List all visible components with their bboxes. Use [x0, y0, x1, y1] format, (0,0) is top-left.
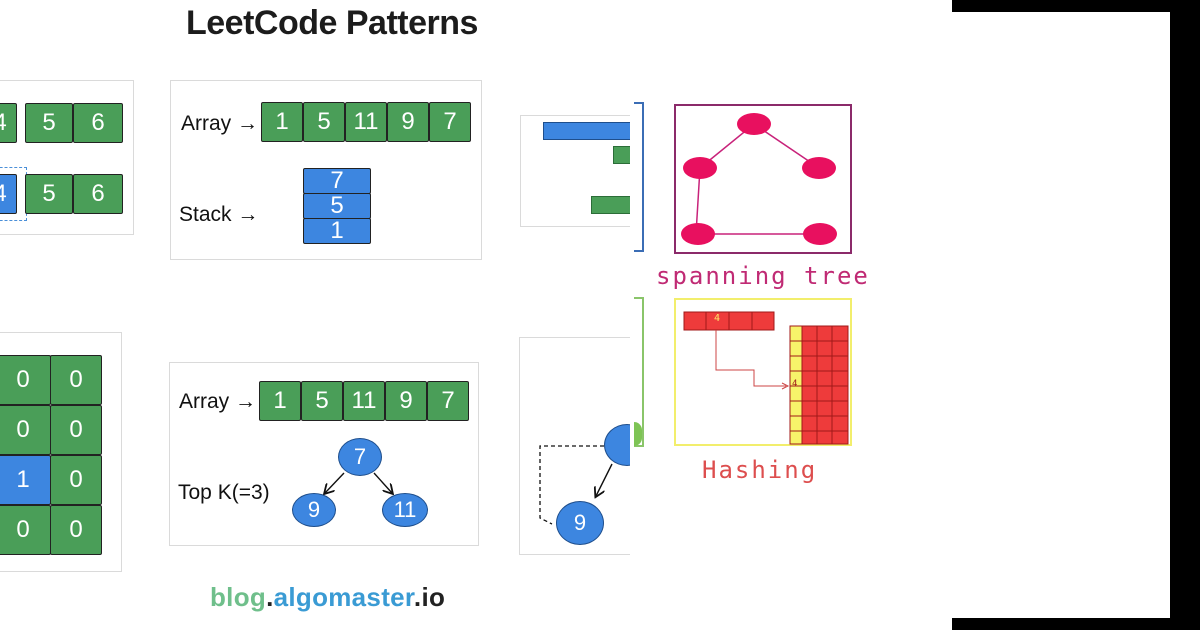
array-cell: 9	[385, 381, 427, 421]
right-frame	[952, 0, 1200, 630]
matrix-cell: 0	[0, 355, 51, 405]
topk-label: Top K(=3)	[178, 481, 270, 504]
array-label: Array →	[181, 112, 259, 135]
right-frame-inner	[952, 12, 1170, 618]
card-sliding-window: 4 5 6 4 5 6	[0, 80, 134, 235]
matrix-cell: 0	[50, 355, 102, 405]
card-tree-partial: 5 9	[519, 337, 650, 555]
array-label: Array →	[179, 390, 257, 413]
stack-cell: 5	[303, 192, 371, 219]
stack-cell: 1	[303, 217, 371, 244]
brand-part: blog	[210, 582, 267, 612]
hashing-caption: Hashing	[702, 456, 818, 484]
matrix-cell: 0	[50, 405, 102, 455]
array-cell: 5	[303, 102, 345, 142]
brand-part: io	[421, 582, 446, 612]
cell: 6	[73, 103, 123, 143]
matrix-cell: 0	[50, 505, 102, 555]
cell: 6	[73, 174, 123, 214]
matrix-cell: 1	[0, 455, 51, 505]
cell: 5	[25, 174, 73, 214]
brand-part: algomaster	[273, 582, 414, 612]
stack-cell: 7	[303, 167, 371, 194]
brand-dot: .	[413, 582, 422, 612]
spanning-tree-caption: spanning tree	[656, 262, 870, 290]
heap-node-left: 9	[292, 493, 336, 527]
hashing-diagram	[683, 311, 849, 445]
stack-label: Stack →	[179, 203, 259, 226]
array-cell: 11	[345, 102, 387, 142]
cell: 5	[25, 103, 73, 143]
card-top-k: Array → 1 5 11 9 7 Top K(=3) 7 9 11	[169, 362, 479, 546]
array-cell: 7	[429, 102, 471, 142]
interval-bar	[543, 122, 643, 140]
array-cell: 9	[387, 102, 429, 142]
divider-bracket	[634, 102, 644, 252]
array-cell: 1	[261, 102, 303, 142]
spanning-tree-figure	[674, 104, 852, 254]
hash-key: 4	[714, 313, 721, 324]
card-intervals	[520, 115, 643, 227]
array-cell: 11	[343, 381, 385, 421]
heap-node-right: 11	[382, 493, 428, 527]
matrix-cell: 0	[50, 455, 102, 505]
heap-edges	[170, 472, 480, 547]
divider-bracket	[634, 297, 644, 447]
array-cell: 1	[259, 381, 301, 421]
matrix-cell: 0	[0, 505, 51, 555]
hashing-figure: 4 4	[674, 298, 852, 446]
hash-slot: 4	[792, 379, 798, 389]
brand-url[interactable]: blog.algomaster.io	[210, 582, 445, 613]
heap-node-root: 7	[338, 438, 382, 476]
green-node-fragment	[634, 422, 642, 446]
array-cell: 5	[301, 381, 343, 421]
cell: 4	[0, 103, 17, 143]
card-matrix: 0 0 0 0 1 0 0 0	[0, 332, 122, 572]
brand-dot: .	[266, 582, 274, 612]
card-stack: Array → 1 5 11 9 7 Stack → 7 5 1	[170, 80, 482, 260]
matrix-cell: 0	[0, 405, 51, 455]
cell: 4	[0, 174, 17, 214]
array-cell: 7	[427, 381, 469, 421]
tree-edges	[539, 445, 613, 525]
tree-node-bottom: 9	[556, 501, 604, 545]
collage-canvas: LeetCode Patterns 4 5 6 4 5 6 Array → 1 …	[0, 0, 952, 630]
spanning-tree-graph	[681, 113, 837, 245]
page-title: LeetCode Patterns	[186, 4, 478, 42]
